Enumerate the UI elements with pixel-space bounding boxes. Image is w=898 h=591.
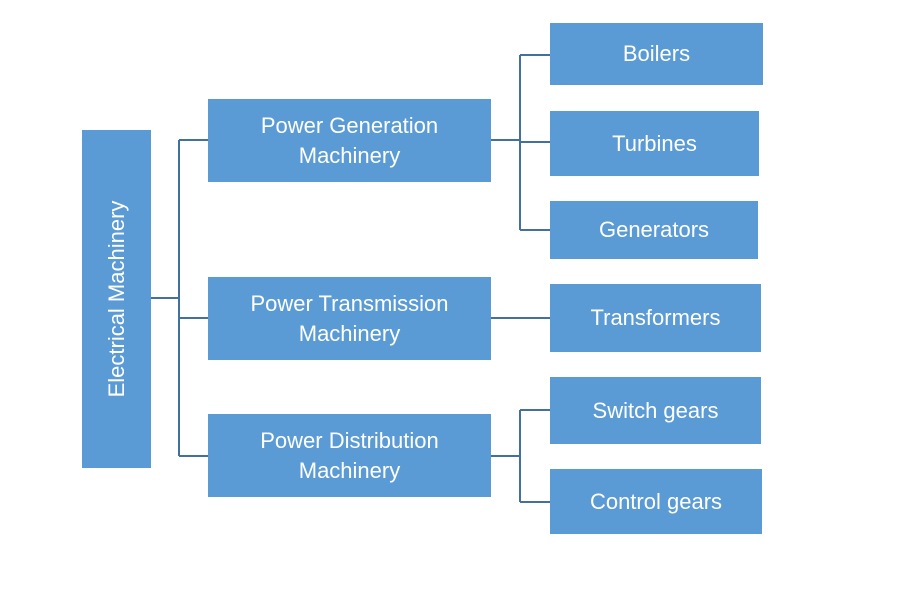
leaf-node-label: Boilers	[622, 41, 691, 66]
category-node-power-distribution: Power Distribution Machinery	[208, 414, 491, 497]
root-node-label: Electrical Machinery	[103, 200, 129, 398]
category-node-label: Power Generation Machinery	[260, 112, 439, 168]
connector-generation-to-leaves	[491, 54, 550, 231]
leaf-node-label: Switch gears	[592, 397, 719, 423]
leaf-node-label: Control gears	[589, 488, 723, 514]
leaf-node-transformers: Transformers	[550, 284, 761, 352]
connector-root-to-categories	[151, 139, 208, 457]
root-node-electrical-machinery: Electrical Machinery	[82, 130, 151, 468]
leaf-node-boilers: Boilers	[550, 23, 763, 85]
leaf-node-control-gears: Control gears	[550, 469, 762, 534]
category-node-label: Power Transmission Machinery	[250, 290, 449, 346]
leaf-node-label: Transformers	[590, 305, 721, 330]
leaf-node-label: Generators	[598, 217, 710, 242]
leaf-node-switch-gears: Switch gears	[550, 377, 761, 444]
connector-distribution-to-leaves	[491, 409, 550, 503]
category-node-power-transmission: Power Transmission Machinery	[208, 277, 491, 360]
category-node-power-generation: Power Generation Machinery	[208, 99, 491, 182]
leaf-node-generators: Generators	[550, 201, 758, 259]
leaf-node-turbines: Turbines	[550, 111, 759, 176]
leaf-node-label: Turbines	[612, 130, 697, 156]
category-node-label: Power Distribution Machinery	[260, 427, 439, 483]
